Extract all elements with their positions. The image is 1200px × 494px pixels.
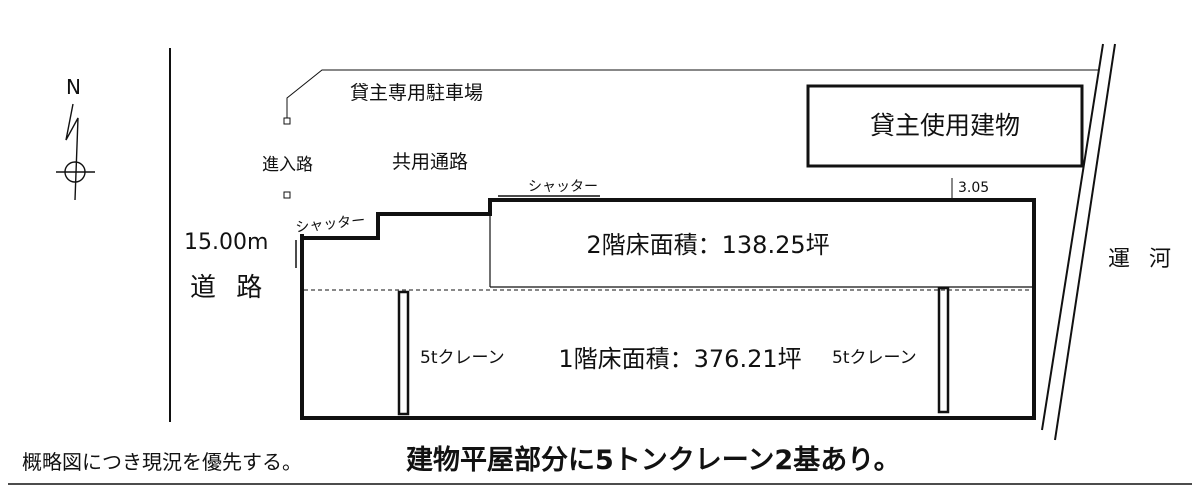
parking-leader-line [286, 69, 1098, 118]
parking-marker [283, 117, 291, 125]
building-outline [300, 198, 1036, 420]
shutter-left-label: シャッター [295, 213, 366, 236]
crane-rail-right [937, 286, 950, 414]
dimension-label: 3.05 [958, 180, 989, 196]
crane-rail-left [397, 290, 410, 416]
entry-road-label: 進入路 [262, 155, 313, 175]
lessor-building-label: 貸主使用建物 [870, 111, 1020, 140]
floor2-area-label: 2階床面積：138.25坪 [586, 231, 829, 259]
lessor-building [806, 84, 1084, 168]
footer-note: 概略図につき現況を優先する。 [22, 450, 302, 474]
canal-boundary [1041, 43, 1116, 441]
crane-left-label: 5tクレーン [420, 348, 505, 368]
floor1-area-label: 1階床面積：376.21坪 [558, 345, 801, 373]
parking-label: 貸主専用駐車場 [350, 82, 483, 104]
footer-highlight: 建物平屋部分に5トンクレーン2基あり。 [406, 444, 901, 476]
shutter-top-label: シャッター [528, 179, 598, 195]
shared-passage-label: 共用通路 [392, 151, 468, 173]
compass-label: N [66, 75, 81, 99]
road-label: 道 路 [190, 273, 268, 303]
road-width-label: 15.00m [184, 230, 268, 255]
north-arrow-icon: N [56, 75, 95, 201]
entry-road-marker [283, 191, 291, 199]
crane-right-label: 5tクレーン [832, 348, 917, 368]
canal-label: 運 河 [1108, 247, 1177, 272]
